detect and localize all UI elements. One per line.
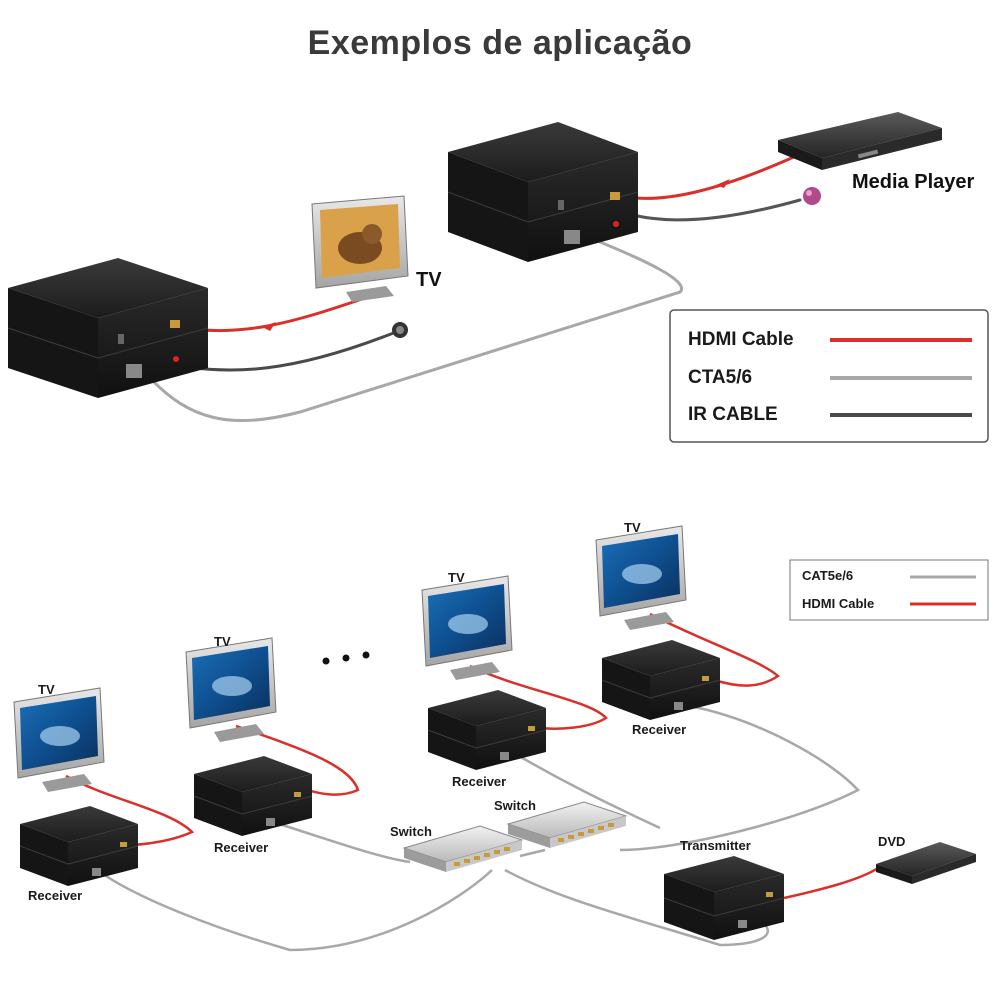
- media-player-icon: [778, 112, 942, 170]
- legend-hdmi-bottom-label: HDMI Cable: [802, 596, 874, 611]
- receiver-box-icon: [193, 756, 313, 836]
- media-player-label: Media Player: [852, 171, 975, 193]
- tv-2-label: TV: [214, 634, 231, 649]
- legend-hdmi-label: HDMI Cable: [688, 329, 794, 350]
- extender-box-icon: [7, 258, 209, 398]
- network-switch-icon: [506, 801, 628, 848]
- receiver-4-label: Receiver: [632, 722, 686, 737]
- dvd-player-icon: [876, 842, 976, 884]
- tv-label: TV: [416, 269, 442, 291]
- receiver-3-label: Receiver: [452, 774, 506, 789]
- tv-icon: [311, 195, 409, 302]
- tv-3-label: TV: [448, 570, 465, 585]
- top-legend: HDMI Cable CTA5/6 IR CABLE: [669, 309, 989, 443]
- receiver-box-icon: [19, 806, 139, 886]
- tv-icon: [595, 525, 687, 630]
- tv-icon: [185, 637, 277, 742]
- receiver-box-icon: [601, 640, 721, 720]
- hdmi-cable-player: [614, 154, 798, 200]
- tv-4-label: TV: [624, 520, 641, 535]
- cat-cable-top: [148, 236, 683, 422]
- switch-1-label: Switch: [390, 824, 432, 839]
- tv-icon: [421, 575, 513, 680]
- extender-box-icon: [447, 122, 639, 262]
- bottom-legend: CAT5e/6 HDMI Cable: [789, 559, 989, 621]
- tv-icon: [13, 687, 105, 792]
- ellipsis-icon: [322, 651, 370, 665]
- tv-1-label: TV: [38, 682, 55, 697]
- legend-cat-label: CTA5/6: [688, 367, 752, 388]
- bottom-cat-cables: [99, 704, 861, 952]
- transmitter-label: Transmitter: [680, 838, 751, 853]
- bottom-hdmi-cables: [65, 612, 879, 900]
- legend-cat5e-label: CAT5e/6: [802, 568, 853, 583]
- ir-emitter-icon: [803, 187, 821, 205]
- receiver-box-icon: [427, 690, 547, 770]
- top-diagram: TV Media Player HDMI Cable CTA5/6 IR CAB…: [7, 112, 989, 443]
- page-title: Exemplos de aplicação: [307, 24, 693, 62]
- bottom-diagram: TV TV TV TV Receiver Receiver Receiver R…: [13, 520, 989, 952]
- network-switch-icon: [402, 825, 524, 872]
- legend-ir-label: IR CABLE: [688, 404, 778, 425]
- receiver-1-label: Receiver: [28, 888, 82, 903]
- ir-receiver-icon: [392, 322, 408, 338]
- transmitter-box-icon: [663, 856, 785, 940]
- receiver-2-label: Receiver: [214, 840, 268, 855]
- switch-2-label: Switch: [494, 798, 536, 813]
- dvd-label: DVD: [878, 834, 905, 849]
